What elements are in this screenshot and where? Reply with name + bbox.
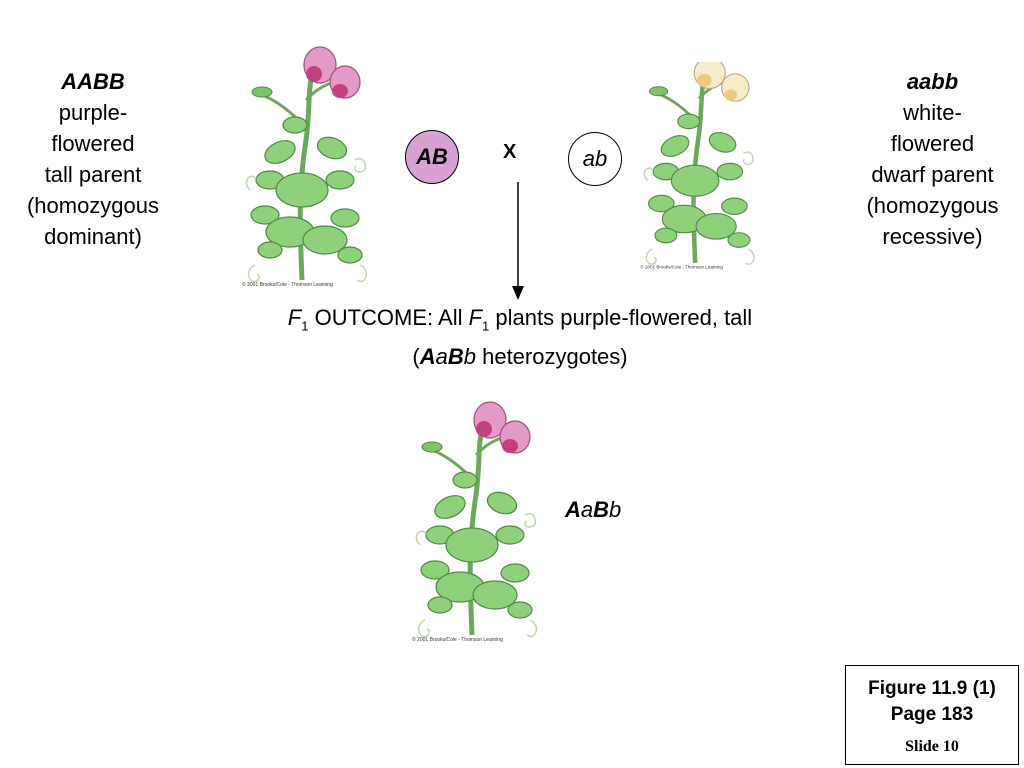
purple-tall-plant-illustration: © 2001 Brooks/Cole - Thomson Learning <box>242 46 390 288</box>
outcome-sub: 1 <box>301 318 309 334</box>
right-parent-line: recessive) <box>882 224 983 249</box>
f1-allele: A <box>565 497 581 522</box>
left-parent-genotype: AABB <box>61 69 125 94</box>
outcome-open-paren: ( <box>412 344 420 370</box>
outcome-f: F <box>287 305 302 330</box>
dominant-gamete-circle: AB <box>405 130 459 184</box>
outcome-text-3: heterozygotes) <box>475 344 628 370</box>
purple-flower-icon <box>473 401 531 454</box>
outcome-sub: 1 <box>482 318 490 334</box>
outcome-allele: A <box>419 344 436 370</box>
right-parent-genotype: aabb <box>906 69 959 94</box>
outcome-f: F <box>468 305 483 330</box>
white-flower-icon <box>693 62 750 102</box>
left-parent-line: (homozygous <box>26 193 160 218</box>
cross-symbol: X <box>503 141 517 163</box>
f1-hybrid-plant-illustration: © 2001 Brooks/Cole - Thomson Learning <box>412 401 560 643</box>
copyright-text: © 2001 Brooks/Cole - Thomson Learning <box>242 281 333 288</box>
right-parent-line: white- <box>903 100 962 125</box>
left-parent-label: AABB purple- flowered tall parent (homoz… <box>8 66 178 252</box>
figure-reference-box: Figure 11.9 (1) Page 183 Slide 10 <box>845 665 1019 765</box>
slide-number: Slide 10 <box>905 738 959 755</box>
right-parent-line: dwarf parent <box>871 162 994 187</box>
white-dwarf-plant-illustration: © 2001 Brooks/Cole - Thomson Learning <box>640 62 782 269</box>
f1-allele: a <box>580 497 594 522</box>
left-parent-line: flowered <box>51 131 135 156</box>
purple-flower-icon <box>303 46 361 99</box>
down-arrow-icon <box>512 182 524 300</box>
f1-genotype-label: AaBb <box>565 497 621 523</box>
f1-allele: b <box>609 497 622 522</box>
f1-allele: B <box>593 497 610 522</box>
right-parent-line: flowered <box>890 131 975 156</box>
recessive-gamete-circle: ab <box>568 132 622 186</box>
outcome-allele: b <box>463 344 476 370</box>
left-parent-line: tall parent <box>44 162 142 187</box>
figure-number: Figure 11.9 (1) <box>868 678 996 699</box>
copyright-text: © 2001 Brooks/Cole - Thomson Learning <box>640 263 723 269</box>
outcome-allele: a <box>435 344 448 370</box>
left-parent-line: dominant) <box>44 224 142 249</box>
left-parent-line: purple- <box>58 100 128 125</box>
outcome-allele: B <box>447 344 464 370</box>
right-parent-line: (homozygous <box>866 193 999 218</box>
page-number: Page 183 <box>890 704 974 725</box>
outcome-text-1: OUTCOME: All <box>308 305 469 330</box>
right-parent-label: aabb white- flowered dwarf parent (homoz… <box>845 66 1020 252</box>
outcome-text-2: plants purple-flowered, tall <box>489 305 753 330</box>
copyright-text: © 2001 Brooks/Cole - Thomson Learning <box>412 636 503 643</box>
f1-outcome-text: F1 OUTCOME: All F1 plants purple-flowere… <box>220 302 820 372</box>
